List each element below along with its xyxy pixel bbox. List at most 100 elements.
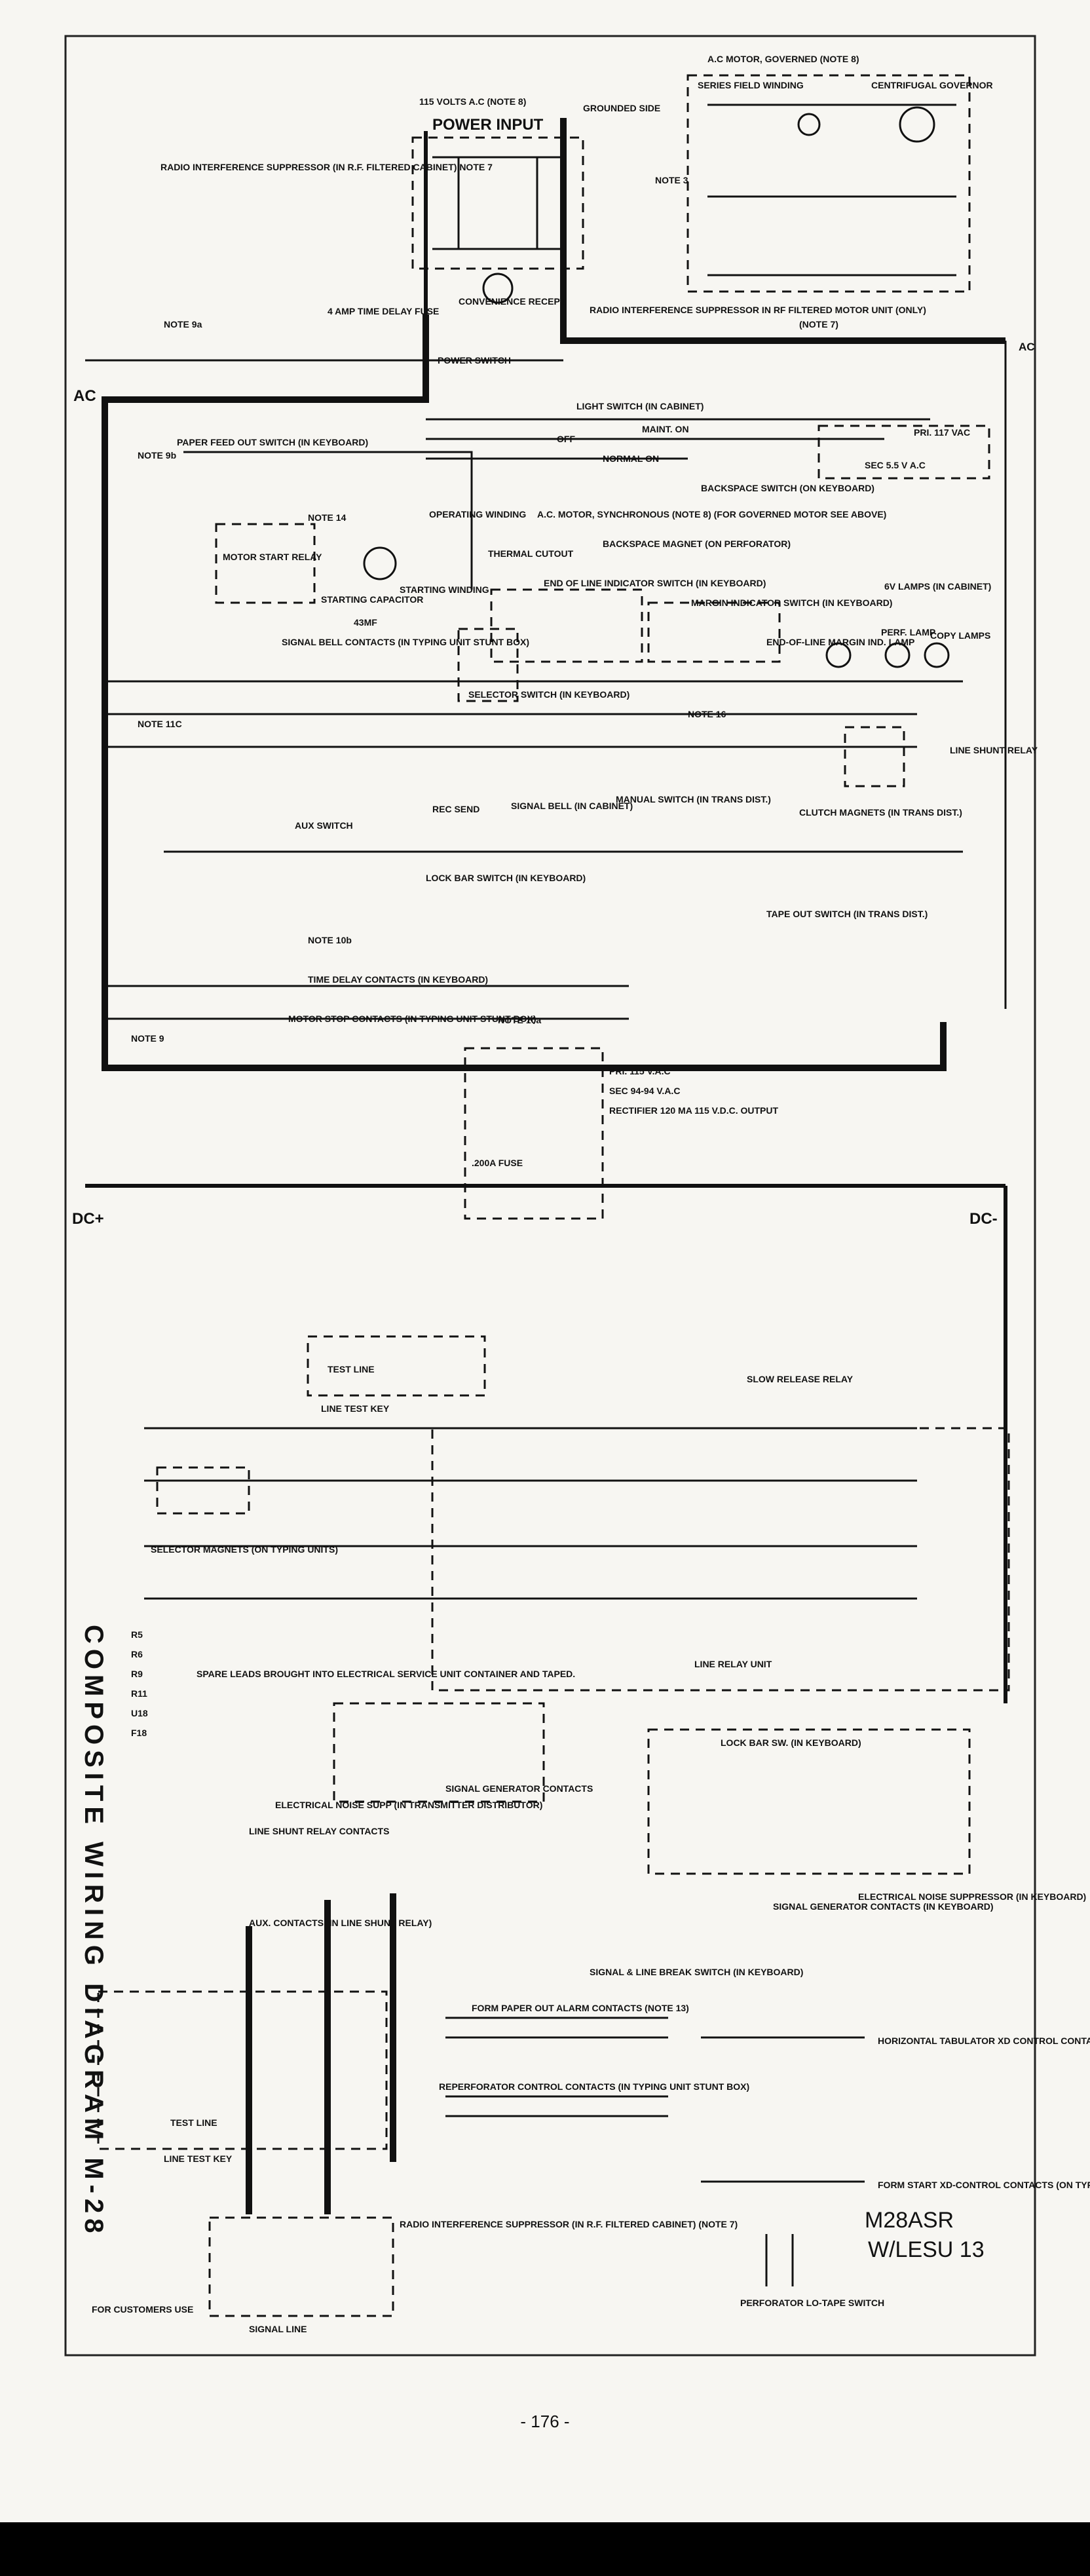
power-switch: POWER SWITCH: [438, 355, 511, 366]
eol-lamp-icon: [825, 642, 852, 668]
lamp-transformer-box: [817, 425, 990, 480]
noise-supp: ELECTRICAL NOISE SUPP (IN TRANSMITTER DI…: [275, 1800, 542, 1810]
bell-contacts: SIGNAL BELL CONTACTS (IN TYPING UNIT STU…: [282, 637, 529, 647]
copy-lamp-icon-1: [924, 642, 950, 668]
note9a: NOTE 9a: [164, 319, 202, 330]
backspace-switch: BACKSPACE SWITCH (ON KEYBOARD): [701, 483, 874, 493]
signal-line: SIGNAL LINE: [249, 2324, 307, 2334]
spare-lead-4: R11: [131, 1688, 147, 1699]
motor-governed-title: A.C MOTOR, GOVERNED (NOTE 8): [707, 54, 859, 64]
transformer-sec: SEC 5.5 V A.C: [865, 460, 926, 470]
line-test-key-box-top: [307, 1335, 486, 1397]
page-number: - 176 -: [520, 2412, 569, 2431]
spare-lead-5: U18: [131, 1708, 148, 1718]
control-contact-wires: [445, 2017, 668, 2117]
noise-supp-box: [333, 1702, 545, 1803]
spare-lead-6: F18: [131, 1728, 147, 1738]
perf-lamp: PERF. LAMP: [881, 627, 935, 637]
ac-bus-right: [560, 118, 1005, 344]
motor-start-relay-box: [215, 523, 316, 604]
six-volt-lamps: 6V LAMPS (IN CABINET): [884, 581, 991, 592]
perf-lo-tape: PERFORATOR LO-TAPE SWITCH: [740, 2298, 884, 2308]
rectifier-fuse: .200A FUSE: [472, 1158, 523, 1168]
paper-feed-switch: PAPER FEED OUT SWITCH (IN KEYBOARD): [177, 437, 368, 447]
eol-switch: END OF LINE INDICATOR SWITCH (IN KEYBOAR…: [544, 578, 766, 588]
line-test-key-top: LINE TEST KEY: [321, 1403, 390, 1414]
manual-switch: MANUAL SWITCH (IN TRANS DIST.): [616, 794, 771, 805]
slow-release-relay: SLOW RELEASE RELAY: [747, 1374, 854, 1384]
diagram-title: COMPOSITE WIRING DIAGRAM M-28: [79, 1625, 108, 2238]
rectifier-box: [464, 1047, 604, 1220]
lock-bar-sw: LOCK BAR SW. (IN KEYBOARD): [721, 1737, 861, 1748]
spare-lead-3: R9: [131, 1669, 143, 1679]
signal-bell: SIGNAL BELL (IN CABINET): [511, 801, 633, 811]
time-delay-wires: [105, 985, 629, 1020]
grounded-side: GROUNDED SIDE: [583, 103, 660, 113]
ac-bus-left: [102, 314, 947, 1071]
clutch-magnets: CLUTCH MAGNETS (IN TRANS DIST.): [799, 807, 962, 818]
maint-on: MAINT. ON: [642, 424, 689, 434]
spare-lead-2: R6: [131, 1649, 143, 1659]
sync-motor-icon: [363, 546, 397, 580]
selector-magnets: SELECTOR MAGNETS (ON TYPING UNITS): [151, 1544, 338, 1555]
motor-sync: A.C. MOTOR, SYNCHRONOUS (NOTE 8) (FOR GO…: [537, 509, 886, 520]
centrifugal-governor: CENTRIFUGAL GOVERNOR: [871, 80, 993, 90]
copy-lamps: COPY LAMPS: [930, 630, 990, 641]
tape-out-switch: TAPE OUT SWITCH (IN TRANS DIST.): [766, 909, 928, 919]
thermal-cutout: THERMAL CUTOUT: [488, 548, 574, 559]
note9b: NOTE 9b: [138, 450, 176, 461]
perf-lamp-icon: [884, 642, 911, 668]
customers-use: FOR CUSTOMERS USE: [92, 2304, 193, 2315]
rec-send-top: REC SEND: [432, 804, 479, 814]
page-border: [64, 35, 1036, 2357]
dc-plus: DC+: [72, 1210, 104, 1228]
line-break-switch: SIGNAL & LINE BREAK SWITCH (IN KEYBOARD): [590, 1967, 803, 1977]
starting-capacitor: STARTING CAPACITOR: [321, 594, 423, 605]
rectifier-pri: PRI. 115 V.A.C: [609, 1066, 671, 1076]
kb-signal-gen: SIGNAL GENERATOR CONTACTS (IN KEYBOARD): [773, 1901, 994, 1912]
test-line-top: TEST LINE: [328, 1364, 375, 1374]
lock-bar-switch: LOCK BAR SWITCH (IN KEYBOARD): [426, 873, 586, 883]
operating-winding: OPERATING WINDING: [429, 509, 526, 520]
normal-on: NORMAL ON: [603, 453, 659, 464]
convenience-receptacle-icon: [482, 273, 514, 304]
line-shunt-relay-box: [844, 726, 905, 787]
horizontal-tabulator: HORIZONTAL TABULATOR XD CONTROL CONTACTS…: [878, 2036, 1090, 2046]
line-test-key-box-bottom: [97, 1990, 388, 2150]
backspace-magnet: BACKSPACE MAGNET (ON PERFORATOR): [603, 539, 791, 549]
keyboard-contacts-box: [647, 1728, 971, 1875]
paper-feed-wire: [183, 451, 473, 590]
bottom-band: [0, 2522, 1090, 2576]
series-field: SERIES FIELD WINDING: [698, 80, 804, 90]
power-input-box: [411, 136, 584, 270]
kb-noise: ELECTRICAL NOISE SUPPRESSOR (IN KEYBOARD…: [858, 1891, 1086, 1902]
eol-lamp: END-OF-LINE MARGIN IND. LAMP: [766, 637, 914, 647]
starting-winding: STARTING WINDING: [400, 584, 489, 595]
motor-suppressor: RADIO INTERFERENCE SUPPRESSOR IN RF FILT…: [590, 305, 926, 315]
model-note-line-1: M28ASR: [865, 2208, 954, 2233]
line-test-key-bottom: LINE TEST KEY: [164, 2153, 233, 2164]
perf-lo-tape-wires: [765, 2234, 794, 2286]
power-voltage: 115 VOLTS A.C (NOTE 8): [419, 96, 526, 107]
light-switch: LIGHT SWITCH (IN CABINET): [576, 401, 704, 411]
form-paper-out: FORM PAPER OUT ALARM CONTACTS (NOTE 13): [472, 2003, 689, 2013]
motor-wires: [707, 104, 956, 276]
power-input-title: POWER INPUT: [432, 116, 544, 134]
convenience-receptacle: CONVENIENCE RECEPT.: [459, 296, 567, 307]
margin-switch: MARGIN INDICATOR SWITCH (IN KEYBOARD): [691, 597, 892, 608]
eol-switch-box: [490, 588, 643, 663]
motor-start-relay: MOTOR START RELAY: [223, 552, 322, 562]
bottom-suppressor: RADIO INTERFERENCE SUPPRESSOR (IN R.F. F…: [400, 2219, 738, 2229]
form-start: FORM START XD-CONTROL CONTACTS (ON TYPIN…: [878, 2180, 1090, 2190]
note9: NOTE 9: [131, 1033, 164, 1044]
line-relay-unit-box: [431, 1427, 1010, 1692]
rectifier: RECTIFIER 120 MA 115 V.D.C. OUTPUT: [609, 1105, 778, 1116]
time-delay-fuse: 4 AMP TIME DELAY FUSE: [328, 306, 439, 316]
spare-lead-1: R5: [131, 1629, 143, 1640]
governor-icon: [899, 106, 935, 143]
signal-line-loop: [246, 1893, 396, 2214]
signal-generator: SIGNAL GENERATOR CONTACTS: [445, 1783, 593, 1794]
line-shunt-relay: LINE SHUNT RELAY: [950, 745, 1038, 755]
